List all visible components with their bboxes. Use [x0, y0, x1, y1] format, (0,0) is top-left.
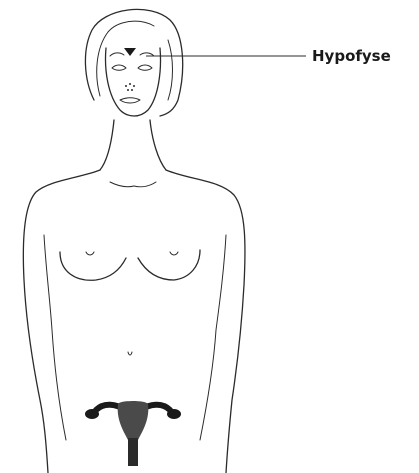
uterus-icon [85, 401, 181, 466]
head [85, 9, 182, 116]
pituitary-gland-marker [124, 48, 136, 56]
pituitary-label: Hypofyse [312, 47, 391, 65]
